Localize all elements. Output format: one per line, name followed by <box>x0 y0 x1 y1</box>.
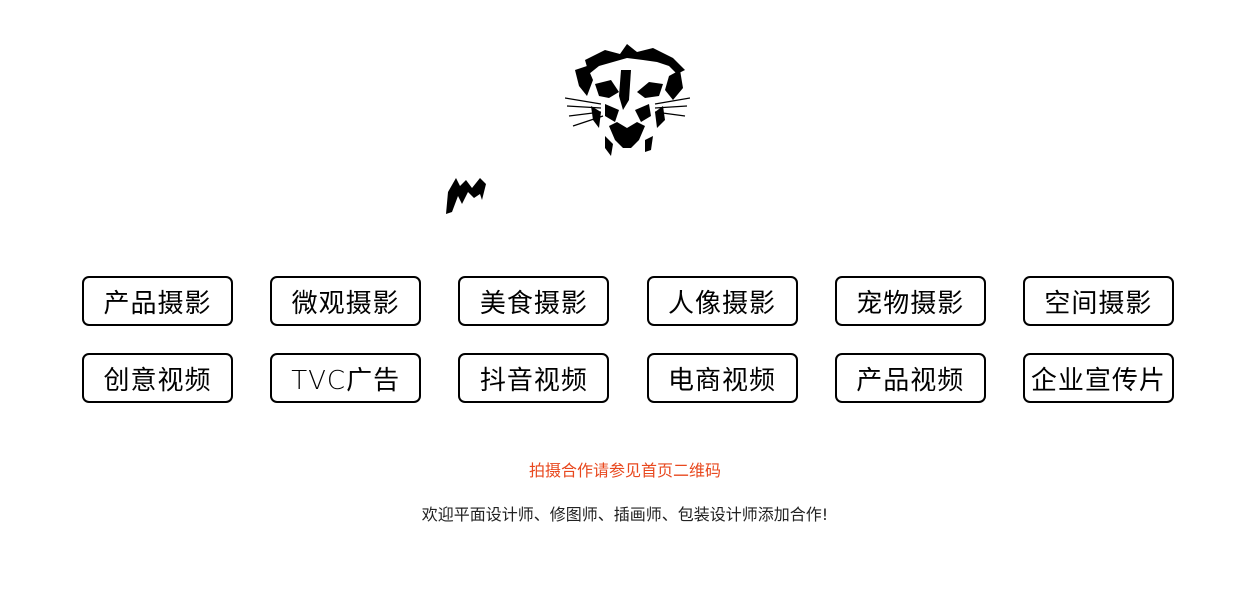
corporate-film-button[interactable]: 企业宣传片 <box>1022 353 1174 403</box>
product-video-button[interactable]: 产品视频 <box>834 353 986 403</box>
recruit-notice: 欢迎平面设计师、修图师、插画师、包装设计师添加合作! <box>421 505 829 524</box>
video-row: 创意视频 TVC广告 抖音视频 电商视频 产品视频 企业宣传片 <box>82 353 1174 403</box>
space-photography-button[interactable]: 空间摄影 <box>1022 276 1174 326</box>
product-photography-button[interactable]: 产品摄影 <box>82 276 233 326</box>
brush-stroke-m-icon <box>442 174 488 218</box>
pet-photography-button[interactable]: 宠物摄影 <box>834 276 986 326</box>
photography-row: 产品摄影 微观摄影 美食摄影 人像摄影 宠物摄影 空间摄影 <box>82 276 1174 326</box>
macro-photography-button[interactable]: 微观摄影 <box>270 276 422 326</box>
contact-notice: 拍摄合作请参见首页二维码 <box>528 461 721 480</box>
creative-video-button[interactable]: 创意视频 <box>82 353 233 403</box>
category-grid: 产品摄影 微观摄影 美食摄影 人像摄影 宠物摄影 空间摄影 创意视频 TVC广告… <box>82 276 1174 430</box>
douyin-video-button[interactable]: 抖音视频 <box>458 353 610 403</box>
tiger-head-icon <box>564 40 691 158</box>
ecommerce-video-button[interactable]: 电商视频 <box>646 353 798 403</box>
portrait-photography-button[interactable]: 人像摄影 <box>646 276 798 326</box>
tvc-ad-button[interactable]: TVC广告 <box>270 353 422 403</box>
food-photography-button[interactable]: 美食摄影 <box>458 276 610 326</box>
